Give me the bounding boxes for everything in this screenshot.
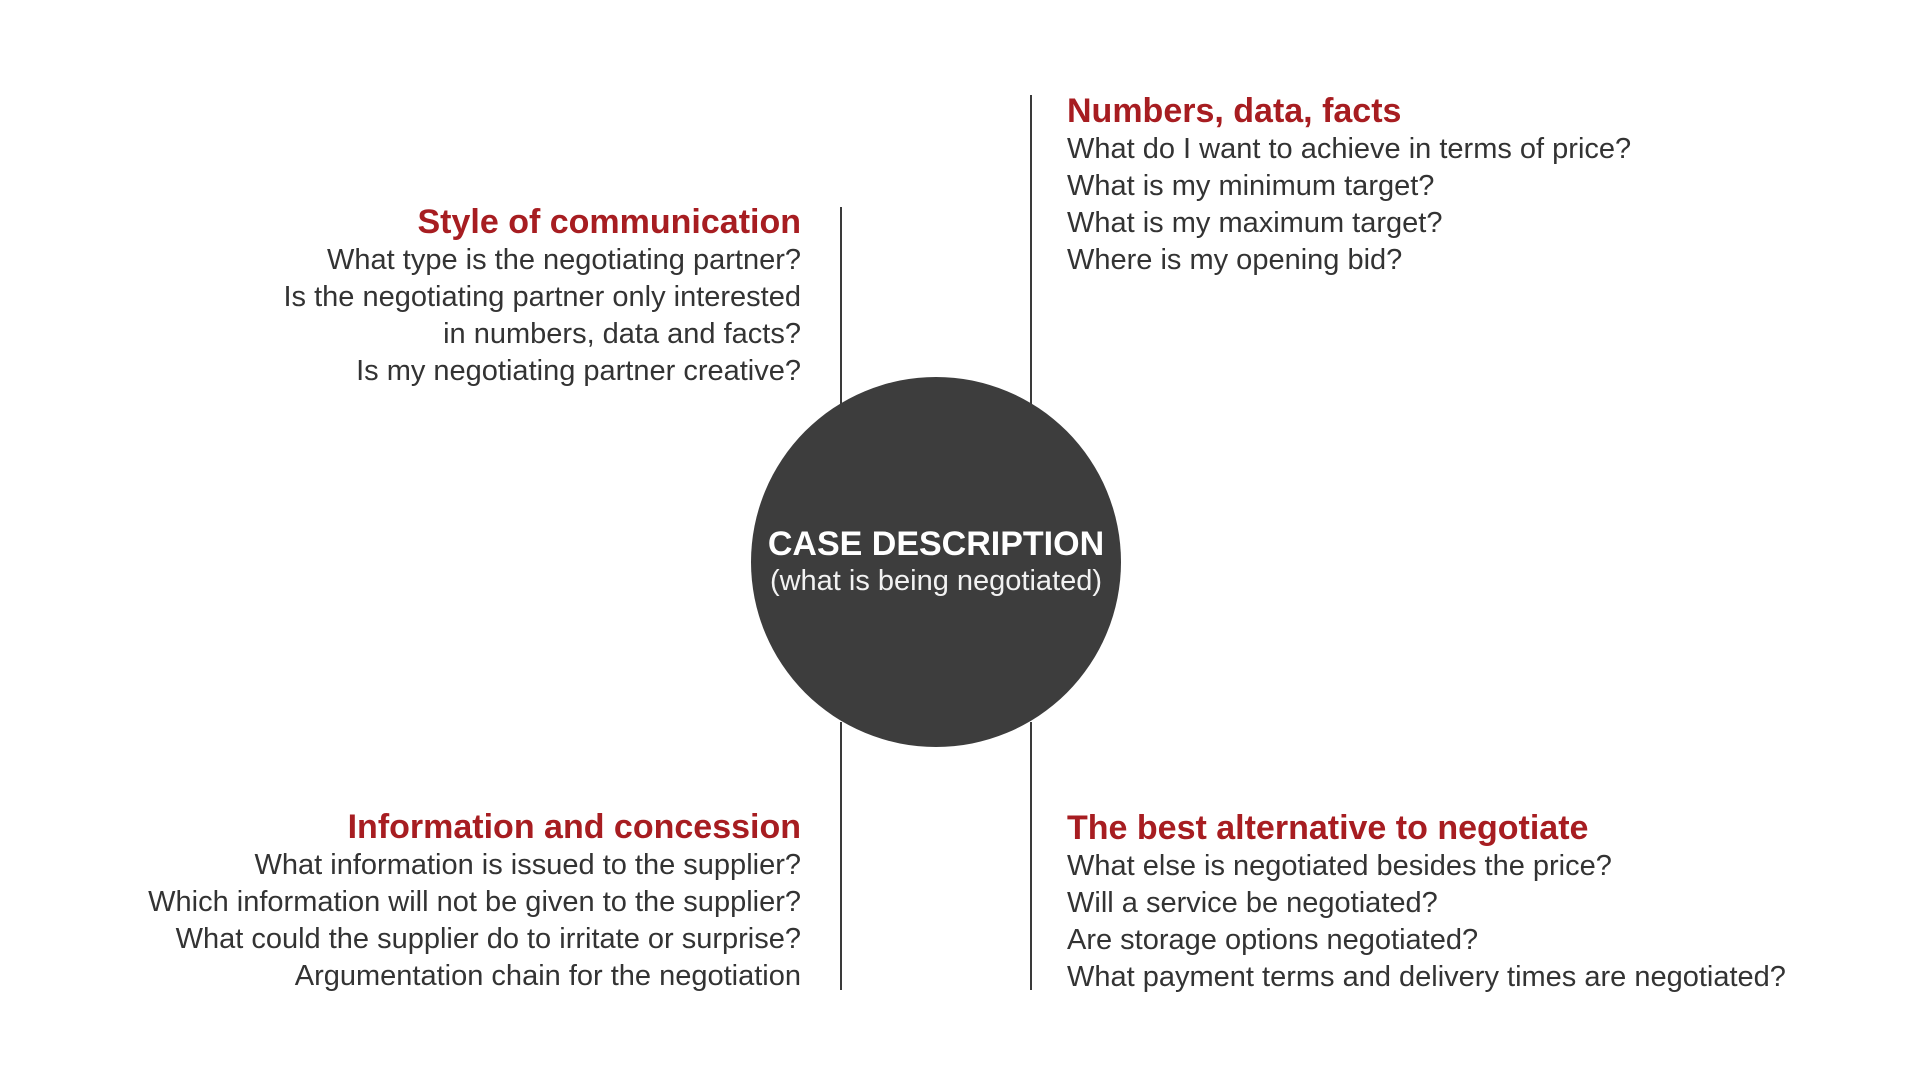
divider-right-top bbox=[1030, 95, 1032, 405]
case-description-circle: CASE DESCRIPTION (what is being negotiat… bbox=[751, 377, 1121, 747]
quadrant-question: Are storage options negotiated? bbox=[1067, 924, 1479, 956]
quadrant-question: Is the negotiating partner only interest… bbox=[283, 281, 802, 313]
quadrant-question: What is my maximum target? bbox=[1067, 207, 1443, 239]
divider-left-bottom bbox=[840, 722, 842, 990]
quadrant-question: Is my negotiating partner creative? bbox=[356, 355, 801, 387]
quadrant-heading: Numbers, data, facts bbox=[1067, 92, 1402, 130]
quadrant-question: Will a service be negotiated? bbox=[1067, 887, 1438, 919]
quadrant-question: What else is negotiated besides the pric… bbox=[1067, 850, 1612, 882]
quadrant-question: What payment terms and delivery times ar… bbox=[1067, 961, 1786, 993]
quadrant-question: in numbers, data and facts? bbox=[443, 318, 801, 350]
quadrant-style-of-communication: Style of communication What type is the … bbox=[284, 202, 802, 390]
quadrant-question: What do I want to achieve in terms of pr… bbox=[1067, 133, 1632, 165]
quadrant-heading: Style of communication bbox=[417, 203, 802, 241]
quadrant-question: What type is the negotiating partner? bbox=[327, 244, 801, 276]
quadrant-question: What could the supplier do to irritate o… bbox=[175, 923, 801, 955]
quadrant-heading: The best alternative to negotiate bbox=[1067, 809, 1589, 847]
quadrant-heading: Information and concession bbox=[347, 808, 801, 846]
case-description-subtitle: (what is being negotiated) bbox=[769, 565, 1103, 597]
quadrant-numbers-data-facts: Numbers, data, facts What do I want to a… bbox=[1067, 91, 1631, 279]
quadrant-question: What information is issued to the suppli… bbox=[254, 849, 801, 881]
case-description-title: CASE DESCRIPTION bbox=[767, 525, 1105, 563]
quadrant-best-alternative: The best alternative to negotiate What e… bbox=[1067, 808, 1786, 996]
quadrant-question: Which information will not be given to t… bbox=[148, 886, 801, 918]
divider-right-bottom bbox=[1030, 722, 1032, 990]
quadrant-question: What is my minimum target? bbox=[1067, 170, 1435, 202]
quadrant-question: Where is my opening bid? bbox=[1067, 244, 1403, 276]
divider-left-top bbox=[840, 207, 842, 407]
quadrant-question: Argumentation chain for the negotiation bbox=[294, 960, 801, 992]
quadrant-information-and-concession: Information and concession What informat… bbox=[148, 807, 801, 995]
